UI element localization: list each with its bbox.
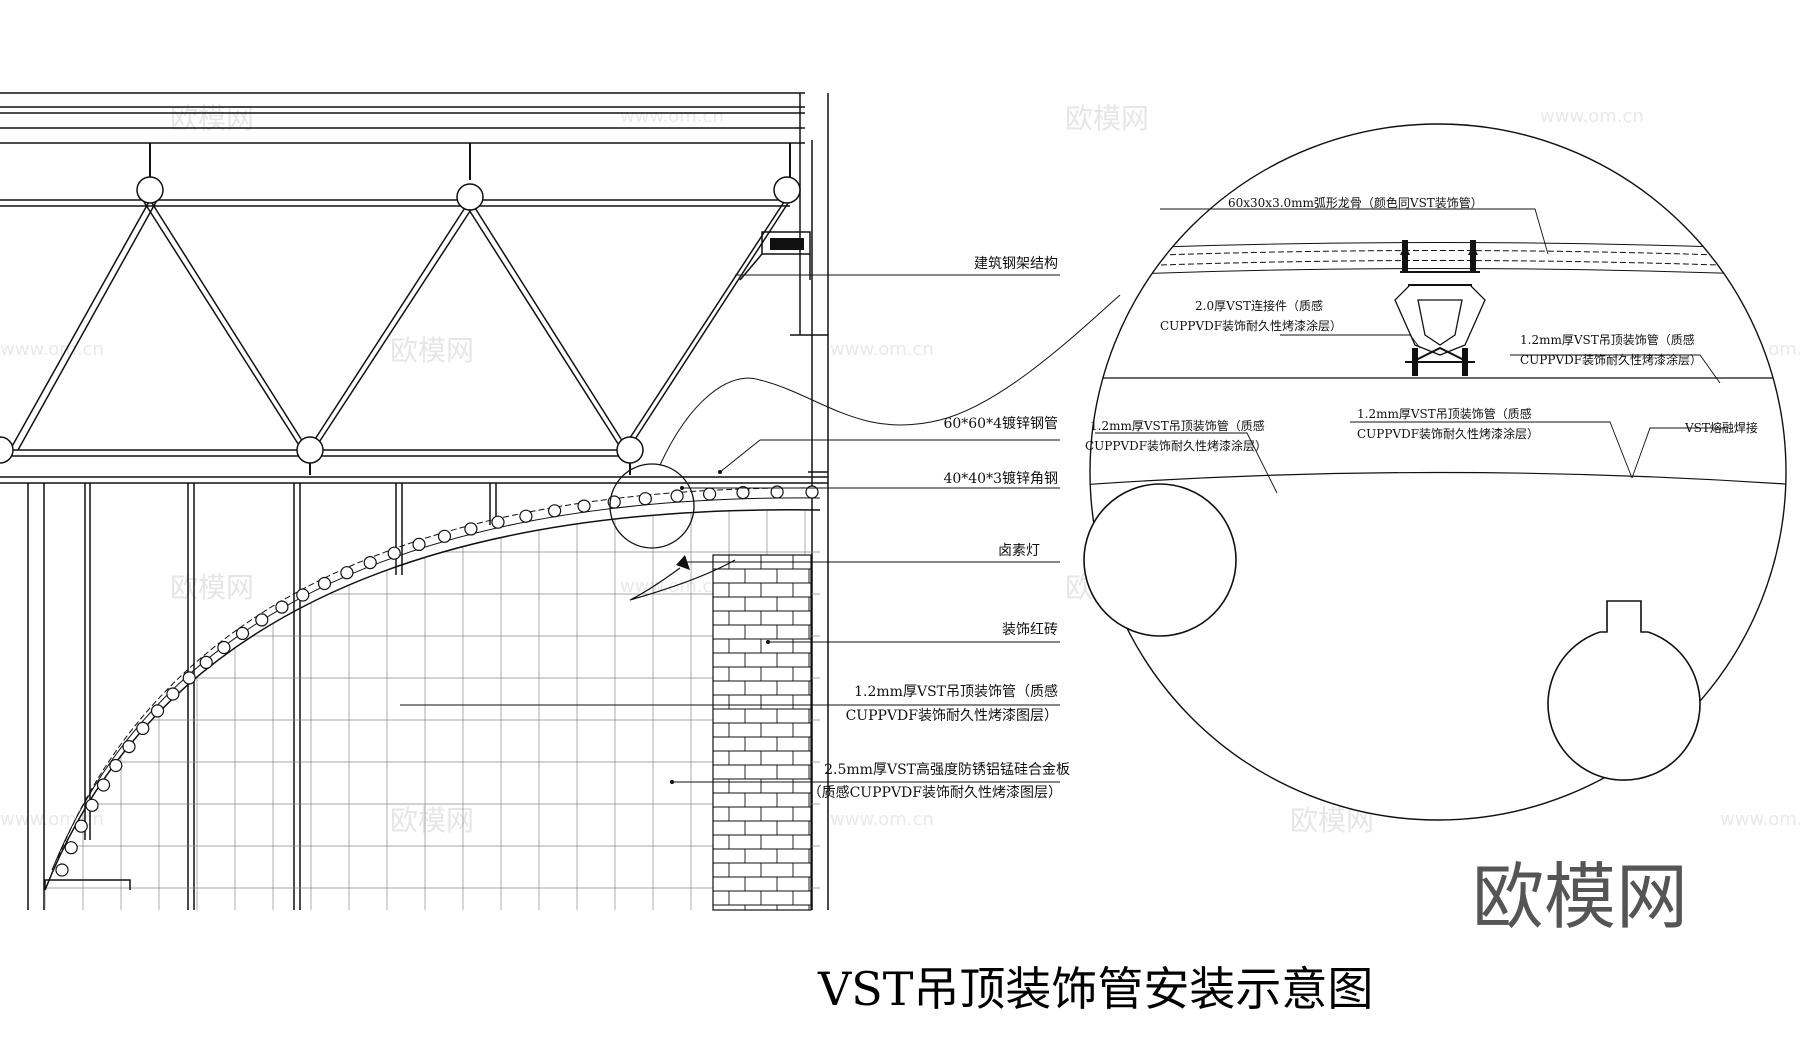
watermark-url: www.om.cn: [0, 339, 104, 360]
detail-view: 60x30x3.0mm弧形龙骨（颜色同VST装饰管） 2.0厚VST连接件（质感…: [1083, 123, 1787, 821]
label-halogen-lamp: 卤素灯: [998, 543, 1040, 559]
tube-right: [1547, 631, 1701, 781]
watermark-url: www.om.cn: [830, 809, 934, 830]
detail-label-tube-right-line2: CUPPVDF装饰耐久性烤漆涂层）: [1520, 352, 1702, 367]
ceiling-frame: [0, 471, 828, 910]
main-labels: 建筑钢架结构 60*60*4镀锌钢管 40*40*3镀锌角钢 卤素灯 装饰红砖 …: [808, 256, 1070, 801]
label-galv-tube: 60*60*4镀锌钢管: [943, 415, 1058, 432]
tube-left: [1083, 483, 1237, 637]
watermark-url: www.om.cn: [0, 809, 104, 830]
detail-label-keel: 60x30x3.0mm弧形龙骨（颜色同VST装饰管）: [1228, 195, 1483, 210]
detail-label-connector-line1: 2.0厚VST连接件（质感: [1195, 298, 1323, 313]
label-red-brick: 装饰红砖: [1002, 622, 1058, 638]
leader-lines: [400, 274, 1121, 783]
detail-label-tube-mid-line1: 1.2mm厚VST吊顶装饰管（质感: [1357, 406, 1532, 421]
page-title: VST吊顶装饰管安装示意图: [817, 962, 1373, 1016]
detail-label-tube-left-line1: 1.2mm厚VST吊顶装饰管（质感: [1090, 418, 1265, 433]
alloy-panel-grid: [45, 509, 820, 910]
label-alloy-panel-line1: 2.5mm厚VST高强度防锈铝锰硅合金板: [824, 761, 1070, 778]
watermark-url: www.om.cn: [1540, 106, 1644, 127]
detail-marker-circle: [609, 463, 695, 549]
decorative-brick-wall: [712, 554, 812, 911]
detail-label-tube-mid-line2: CUPPVDF装饰耐久性烤漆涂层）: [1357, 426, 1539, 441]
watermark-url: www.om.cn: [830, 339, 934, 360]
detail-label-connector-line2: CUPPVDF装饰耐久性烤漆涂层）: [1160, 318, 1342, 333]
label-alloy-panel-line2: （质感CUPPVDF装饰耐久性烤漆图层）: [808, 784, 1062, 801]
detail-label-tube-right-line1: 1.2mm厚VST吊顶装饰管（质感: [1520, 332, 1695, 347]
label-deco-tube-line1: 1.2mm厚VST吊顶装饰管（质感: [854, 683, 1058, 700]
label-galv-angle: 40*40*3镀锌角钢: [943, 470, 1058, 487]
detail-label-tube-left-line2: CUPPVDF装饰耐久性烤漆涂层）: [1085, 438, 1267, 453]
watermark-url: www.om.cn: [1720, 809, 1800, 830]
watermark-url: www.om.cn: [620, 106, 724, 127]
truss-structure: [0, 92, 829, 910]
detail-label-weld: VST熔融焊接: [1684, 420, 1758, 435]
watermark-brand: 欧模网: [390, 334, 474, 367]
arch-ceiling: [44, 485, 821, 891]
label-steel-structure: 建筑钢架结构: [974, 256, 1058, 272]
watermark-brand: 欧模网: [1065, 102, 1149, 135]
label-deco-tube-line2: CUPPVDF装饰耐久性烤漆图层）: [846, 708, 1058, 724]
watermark-brand: 欧模网: [170, 571, 254, 604]
brand-logo: 欧模网: [1472, 855, 1688, 939]
watermark-brand: 欧模网: [390, 804, 474, 837]
